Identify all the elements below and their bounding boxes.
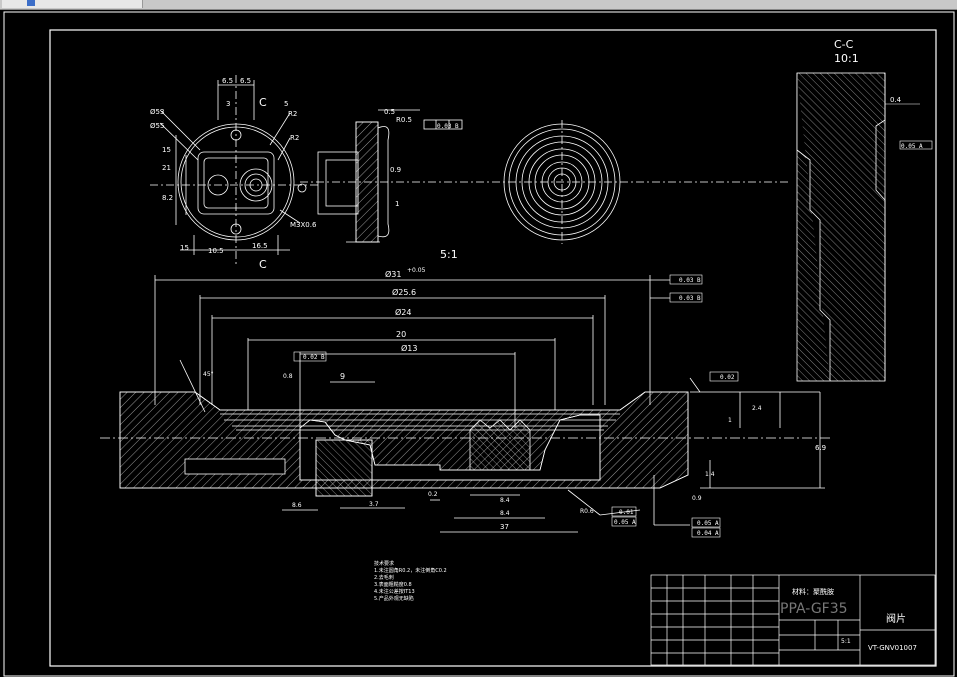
title-block-text: 材料：聚酰胺 PPA-GF35 阀片 VT-GNV01007 5:1 xyxy=(780,587,917,652)
top-toolbar xyxy=(0,0,957,10)
dim-label: 0.2 xyxy=(428,491,438,498)
dim-label: 8.4 xyxy=(500,510,510,517)
bottom-view xyxy=(460,120,790,244)
section-title: C-C xyxy=(834,38,854,51)
dim-label: 5 xyxy=(284,100,288,108)
dim-label: 37 xyxy=(500,523,509,531)
dim-label: 1 xyxy=(395,200,399,208)
dim-label: R0.6 xyxy=(580,508,594,515)
dim-label: 15 xyxy=(162,146,171,154)
dim-label: R2 xyxy=(288,110,297,118)
section-mark-top: C xyxy=(259,96,267,109)
dim-label: 6.9 xyxy=(815,444,826,452)
dim-label: 6.5 xyxy=(222,77,233,85)
note-line: 1.未注圆角R0.2，未注倒角C0.2 xyxy=(374,567,447,574)
dim-label: Ø13 xyxy=(401,343,417,353)
dim-label: M3X0.6 xyxy=(290,221,317,229)
document-tab[interactable] xyxy=(2,0,143,8)
dim-label: 0.4 xyxy=(890,96,902,104)
gdt-frame-label: 0.02 B xyxy=(303,354,325,361)
gdt-frame-label: 0.05 A xyxy=(614,519,636,526)
dim-label: 1.4 xyxy=(705,471,715,478)
dim-label: Ø31 xyxy=(385,269,401,279)
dim-label: R0.5 xyxy=(396,116,412,124)
dim-label: 8.4 xyxy=(500,497,510,504)
dim-label: 16.5 xyxy=(252,242,268,250)
gdt-frame-label: 0.03 B xyxy=(437,123,459,130)
dim-label: 20 xyxy=(396,330,406,339)
dim-label: 1 xyxy=(728,417,732,424)
plan-view xyxy=(150,75,320,265)
technical-notes: 技术要求 1.未注圆角R0.2，未注倒角C0.2 2.去毛刺 3.表面粗糙度0.… xyxy=(374,560,447,602)
gdt-frame-label: 0.02 xyxy=(720,374,735,381)
part-name: 阀片 xyxy=(886,612,906,625)
note-line: 2.去毛刺 xyxy=(374,574,394,581)
plan-view-labels: 6.5 6.5 3 5 C C Ø53 Ø55 R2 R2 15 21 8.2 … xyxy=(150,77,317,271)
dim-label: 3 xyxy=(226,100,230,108)
drawing-icon xyxy=(27,0,35,6)
main-dimension-labels: Ø31 +0.05 Ø25.6 Ø24 20 Ø13 9 0.8 8.6 3.7… xyxy=(203,267,826,531)
material-value: PPA-GF35 xyxy=(780,601,848,617)
dim-label: Ø25.6 xyxy=(392,287,416,297)
section-mark-bottom: C xyxy=(259,258,267,271)
gdt-frame-label: 0.04 A xyxy=(697,530,719,537)
gdt-frame-labels: 0.03 B 0.03 B 0.02 B 0.02 0.01 0.05 A 0.… xyxy=(303,277,735,537)
view-scale-label: 5:1 xyxy=(440,248,458,261)
dim-tolerance: +0.05 xyxy=(407,267,426,274)
gdt-frame-label: 0.05 A xyxy=(901,143,923,150)
dim-label: 9 xyxy=(340,372,345,381)
dim-label: 10.5 xyxy=(208,247,224,255)
dim-label: 45° xyxy=(203,371,214,378)
cad-drawing-canvas[interactable]: 6.5 6.5 3 5 C C Ø53 Ø55 R2 R2 15 21 8.2 … xyxy=(0,10,957,677)
dim-label: 15 xyxy=(180,244,189,252)
dim-label: 21 xyxy=(162,164,171,172)
dim-label: Ø55 xyxy=(150,122,164,130)
note-line: 5.产品外观无缺陷 xyxy=(374,595,414,602)
gdt-frame-label: 0.03 B xyxy=(679,277,701,284)
dim-label: 0.9 xyxy=(390,166,401,174)
dim-label: Ø53 xyxy=(150,108,164,116)
dim-label: 0.8 xyxy=(283,373,293,380)
dim-label: 2.4 xyxy=(752,405,762,412)
side-view xyxy=(300,109,463,243)
drawing-frame xyxy=(49,29,937,667)
drawing-number: VT-GNV01007 xyxy=(868,644,917,652)
material-label: 材料：聚酰胺 xyxy=(792,587,834,596)
dim-label: 6.5 xyxy=(240,77,251,85)
dim-label: 8.6 xyxy=(292,502,302,509)
section-scale: 10:1 xyxy=(834,52,859,65)
gdt-frame-label: 0.01 xyxy=(619,509,634,516)
dim-label: 0.5 xyxy=(384,108,395,116)
dim-label: 0.9 xyxy=(692,495,702,502)
side-view-labels: 0.5 R0.5 0.9 1 0.03 B 5:1 xyxy=(384,108,459,261)
dim-label: 8.2 xyxy=(162,194,173,202)
gdt-frame-label: 0.05 A xyxy=(697,520,719,527)
dim-label: R2 xyxy=(290,134,299,142)
sheet-border xyxy=(3,11,955,677)
title-block xyxy=(650,574,936,666)
section-cc-detail: C-C 10:1 0.4 0.05 A xyxy=(796,38,933,382)
main-section-view xyxy=(100,275,830,533)
gdt-frame-label: 0.03 B xyxy=(679,295,701,302)
notes-title: 技术要求 xyxy=(374,560,394,567)
gdt-frames xyxy=(293,274,739,538)
title-block-scale: 5:1 xyxy=(841,638,851,645)
dim-label: Ø24 xyxy=(395,307,411,317)
note-line: 3.表面粗糙度0.8 xyxy=(374,581,412,588)
note-line: 4.未注公差按IT13 xyxy=(374,588,415,595)
dim-label: 3.7 xyxy=(369,501,379,508)
